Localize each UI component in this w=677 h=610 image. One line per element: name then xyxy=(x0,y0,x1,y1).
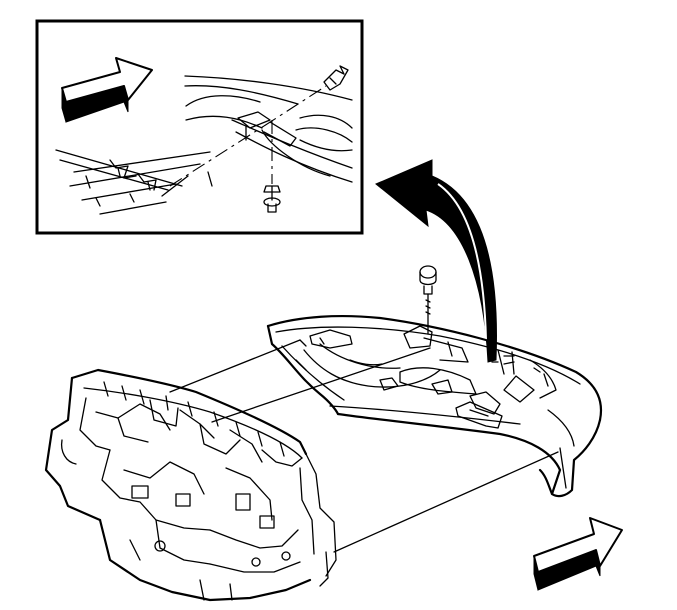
push-pin-retainer-icon xyxy=(419,265,437,335)
detail-inset-frame xyxy=(35,19,364,235)
front-frame-assembly xyxy=(44,368,337,602)
bumper-fascia xyxy=(266,315,603,498)
push-pin-retainer-icon xyxy=(323,65,349,91)
front-direction-arrow-icon xyxy=(61,57,153,123)
front-direction-arrow-icon xyxy=(533,517,623,591)
curved-callout-arrow-icon xyxy=(375,159,497,363)
alignment-line xyxy=(169,125,265,187)
alignment-lines xyxy=(169,339,559,553)
alignment-line xyxy=(263,85,327,127)
inset-body-panel xyxy=(184,75,353,183)
push-pin-retainer-icon xyxy=(263,185,281,213)
detail-inset xyxy=(35,19,364,235)
inset-bracket xyxy=(55,149,213,215)
